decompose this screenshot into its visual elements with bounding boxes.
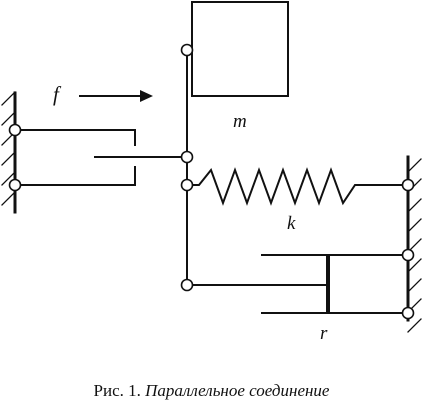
node-spring-right	[401, 178, 415, 192]
force-source	[14, 129, 188, 186]
node-wall-left-top	[8, 123, 22, 137]
label-damper: r	[320, 323, 328, 344]
node-damper-left	[180, 278, 194, 292]
node-mass	[180, 43, 194, 57]
force-arrow	[79, 90, 153, 102]
mass-block	[191, 1, 289, 97]
node-damper-right-top	[401, 248, 415, 262]
label-mass: m	[233, 111, 247, 132]
caption-title: Параллельное соединение	[145, 381, 330, 400]
node-damper-right-bottom	[401, 306, 415, 320]
label-spring: k	[287, 213, 296, 234]
label-force: f	[53, 82, 62, 106]
damper	[186, 254, 409, 314]
spring	[186, 167, 409, 206]
left-wall	[1, 91, 17, 214]
node-wall-left-bottom	[8, 178, 22, 192]
node-force	[180, 150, 194, 164]
figure-caption: Рис. 1. Параллельное соединение	[0, 381, 423, 401]
caption-prefix: Рис. 1.	[93, 381, 146, 400]
node-spring-left	[180, 178, 194, 192]
